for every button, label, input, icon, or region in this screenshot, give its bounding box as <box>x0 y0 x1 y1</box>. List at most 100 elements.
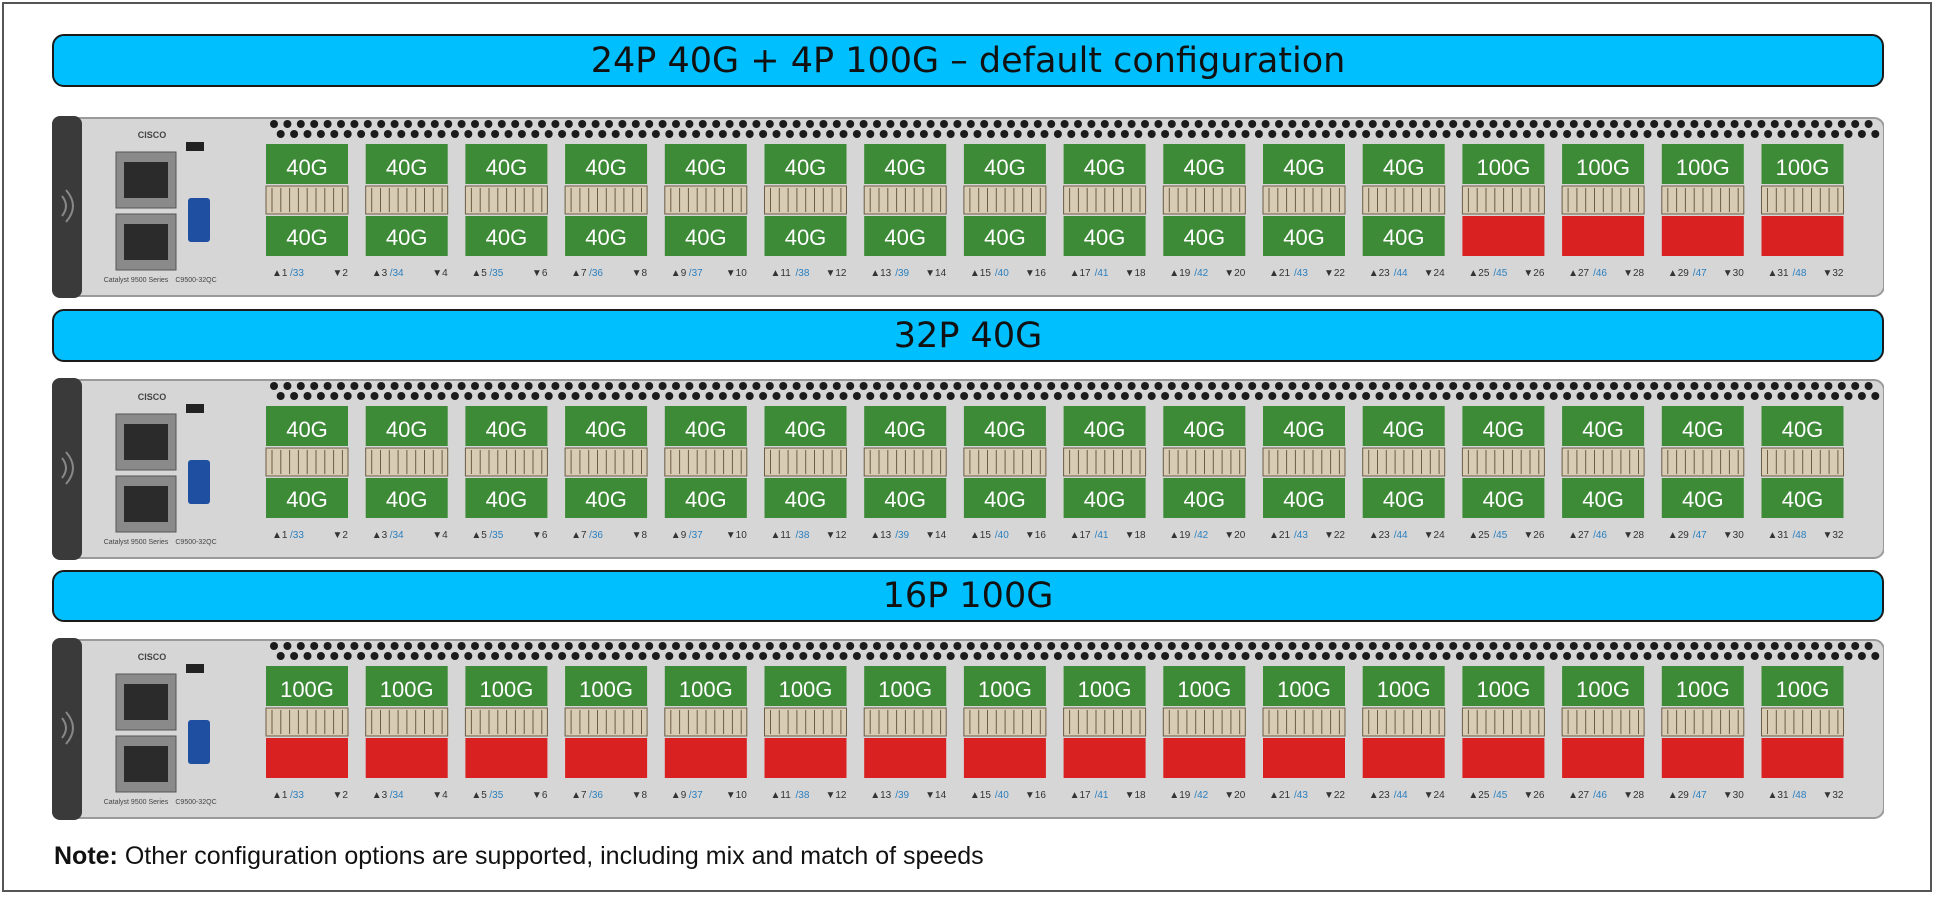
port-bottom-disabled <box>1761 738 1844 778</box>
port-bottom-label: 40G <box>1383 487 1425 512</box>
port-number-down: ▼12 <box>825 268 846 279</box>
port-bottom <box>1362 478 1445 518</box>
note-label: Note: <box>54 842 118 870</box>
mounting-ear <box>52 638 82 820</box>
port-bottom-label: 40G <box>1184 225 1226 250</box>
port-bottom-label: 40G <box>1483 487 1525 512</box>
port-number-down: ▼8 <box>632 530 648 541</box>
port-cage: 100G▲31/48▼32 <box>1761 144 1844 279</box>
port-number-alt: /41 <box>1095 268 1109 279</box>
port-number-up: ▲9 <box>671 268 687 279</box>
port-number-up: ▲11 <box>771 530 792 541</box>
port-top <box>465 144 548 184</box>
port-top-label: 100G <box>579 677 633 702</box>
port-cage: 100G▲5/35▼6 <box>464 666 548 801</box>
vent-holes <box>270 120 1880 138</box>
port-number-alt: /35 <box>489 268 503 279</box>
port-number-up: ▲21 <box>1269 268 1290 279</box>
port-top <box>664 406 747 446</box>
port-bottom <box>565 216 648 256</box>
port-number-down: ▼6 <box>532 268 548 279</box>
port-number-alt: /34 <box>390 790 404 801</box>
port-bottom-label: 40G <box>1782 487 1824 512</box>
port-number-down: ▼10 <box>726 530 747 541</box>
port-top <box>1063 406 1146 446</box>
port-cage: 100G▲31/48▼32 <box>1761 666 1844 801</box>
port-number-up: ▲29 <box>1668 268 1689 279</box>
port-top <box>565 406 648 446</box>
usb-port <box>188 720 210 764</box>
port-cage: 100G▲25/45▼26 <box>1461 144 1545 279</box>
model-label: C9500-32QC <box>175 799 216 806</box>
port-top-label: 40G <box>884 417 926 442</box>
port-cage: 100G▲23/44▼24 <box>1362 666 1446 801</box>
port-number-down: ▼18 <box>1125 530 1146 541</box>
port-number-up: ▲11 <box>771 268 792 279</box>
port-number-down: ▼24 <box>1424 790 1445 801</box>
port-number-up: ▲7 <box>571 530 587 541</box>
port-bottom <box>764 216 847 256</box>
port-top-label: 100G <box>1078 677 1132 702</box>
port-number-down: ▼12 <box>825 790 846 801</box>
port-number-alt: /45 <box>1493 268 1507 279</box>
port-number-alt: /47 <box>1693 530 1707 541</box>
port-number-up: ▲15 <box>970 268 991 279</box>
cisco-logo: CISCO <box>138 392 167 402</box>
port-top-label: 40G <box>1283 155 1325 180</box>
port-top-label: 40G <box>1682 417 1724 442</box>
port-number-alt: /46 <box>1593 790 1607 801</box>
port-top-label: 40G <box>286 417 328 442</box>
port-top-label: 40G <box>1383 417 1425 442</box>
port-top <box>1462 406 1545 446</box>
usb-port <box>188 460 210 504</box>
port-bottom-label: 40G <box>1184 487 1226 512</box>
rfid-icon <box>61 711 74 745</box>
port-cage: 100G▲11/38▼12 <box>764 666 847 801</box>
port-cage: 100G▲27/46▼28 <box>1561 144 1645 279</box>
port-top-label: 40G <box>1184 417 1226 442</box>
port-number-up: ▲15 <box>970 530 991 541</box>
port-bottom-label: 40G <box>884 225 926 250</box>
port-bottom <box>664 216 747 256</box>
port-top <box>365 406 448 446</box>
port-number-down: ▼14 <box>925 530 946 541</box>
port-top <box>1761 666 1844 706</box>
port-number-up: ▲25 <box>1468 790 1489 801</box>
port-top <box>1362 666 1445 706</box>
port-bottom-label: 40G <box>386 225 428 250</box>
port-number-alt: /48 <box>1793 530 1807 541</box>
rfid-icon <box>61 451 74 485</box>
port-number-up: ▲3 <box>372 268 388 279</box>
config-banner-32p-40g: 32P 40G <box>52 309 1884 362</box>
port-bottom-disabled <box>764 738 847 778</box>
port-number-up: ▲25 <box>1468 530 1489 541</box>
port-top-label: 40G <box>1184 155 1226 180</box>
port-top-label: 100G <box>1676 155 1730 180</box>
port-top <box>864 144 947 184</box>
port-bottom <box>266 478 348 518</box>
port-top <box>864 666 947 706</box>
port-top <box>465 666 548 706</box>
port-top <box>1562 666 1645 706</box>
port-top-label: 100G <box>1476 155 1530 180</box>
usb-mini-port <box>186 664 204 673</box>
port-bottom-disabled <box>1562 738 1645 778</box>
port-bottom-label: 40G <box>286 487 328 512</box>
port-number-up: ▲25 <box>1468 268 1489 279</box>
port-number-alt: /38 <box>796 268 810 279</box>
port-number-alt: /41 <box>1095 790 1109 801</box>
port-bottom <box>864 478 947 518</box>
port-top <box>963 144 1046 184</box>
port-bottom-disabled <box>664 738 747 778</box>
port-number-down: ▼4 <box>432 790 448 801</box>
port-top <box>1661 144 1744 184</box>
port-bottom-disabled <box>1263 738 1345 778</box>
